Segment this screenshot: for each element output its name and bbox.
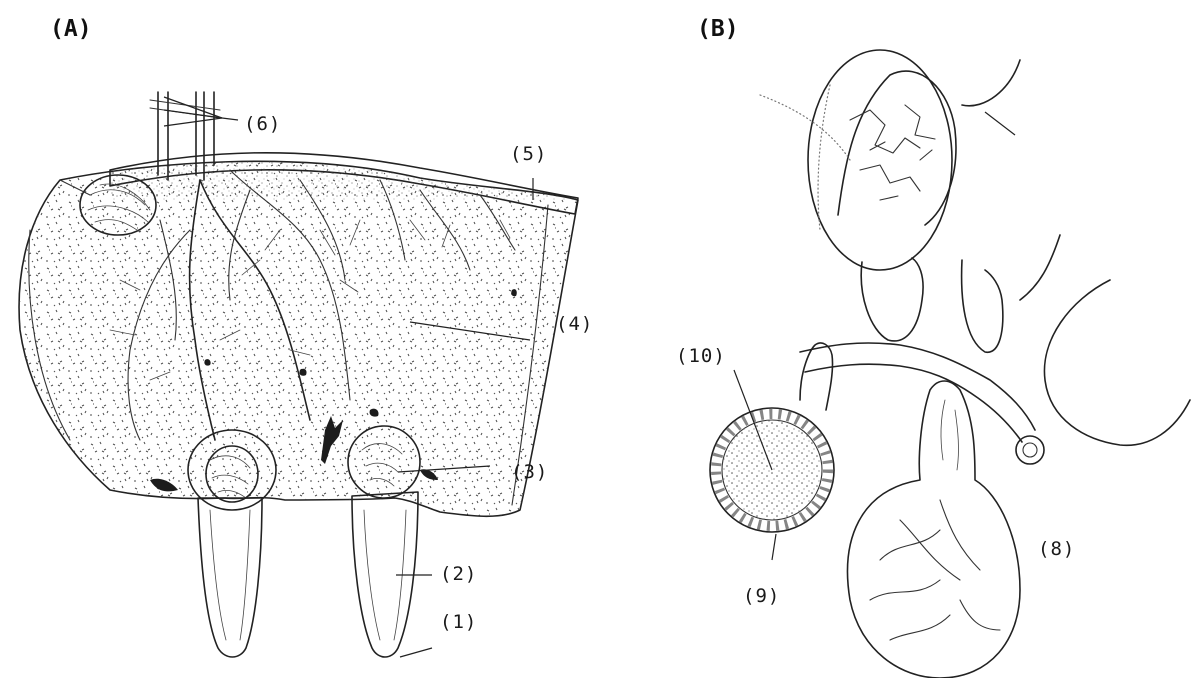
- panel-label-a: (A): [50, 16, 92, 42]
- alveolus-with-epithelium: [710, 343, 834, 532]
- callout-1: (1): [440, 611, 477, 633]
- large-alveolus: [808, 50, 952, 270]
- duct-cross-section: [1016, 436, 1044, 464]
- panel-b-illustration: [710, 50, 1190, 678]
- teats: [198, 492, 418, 657]
- callout-6: (6): [244, 113, 281, 135]
- callout-5: (5): [510, 143, 547, 165]
- callout-8: (8): [1038, 538, 1075, 560]
- callout-2: (2): [440, 563, 477, 585]
- callout-4: (4): [556, 313, 593, 335]
- callout-10: (10): [676, 345, 726, 367]
- myoepithelial-network: [850, 105, 935, 200]
- glandular-tissue-texture: [0, 150, 600, 530]
- secretory-alveolus: [848, 381, 1020, 678]
- panel-a-illustration: [0, 92, 600, 657]
- panel-label-b: (B): [697, 16, 739, 42]
- callout-3: (3): [511, 461, 548, 483]
- callout-9: (9): [743, 585, 780, 607]
